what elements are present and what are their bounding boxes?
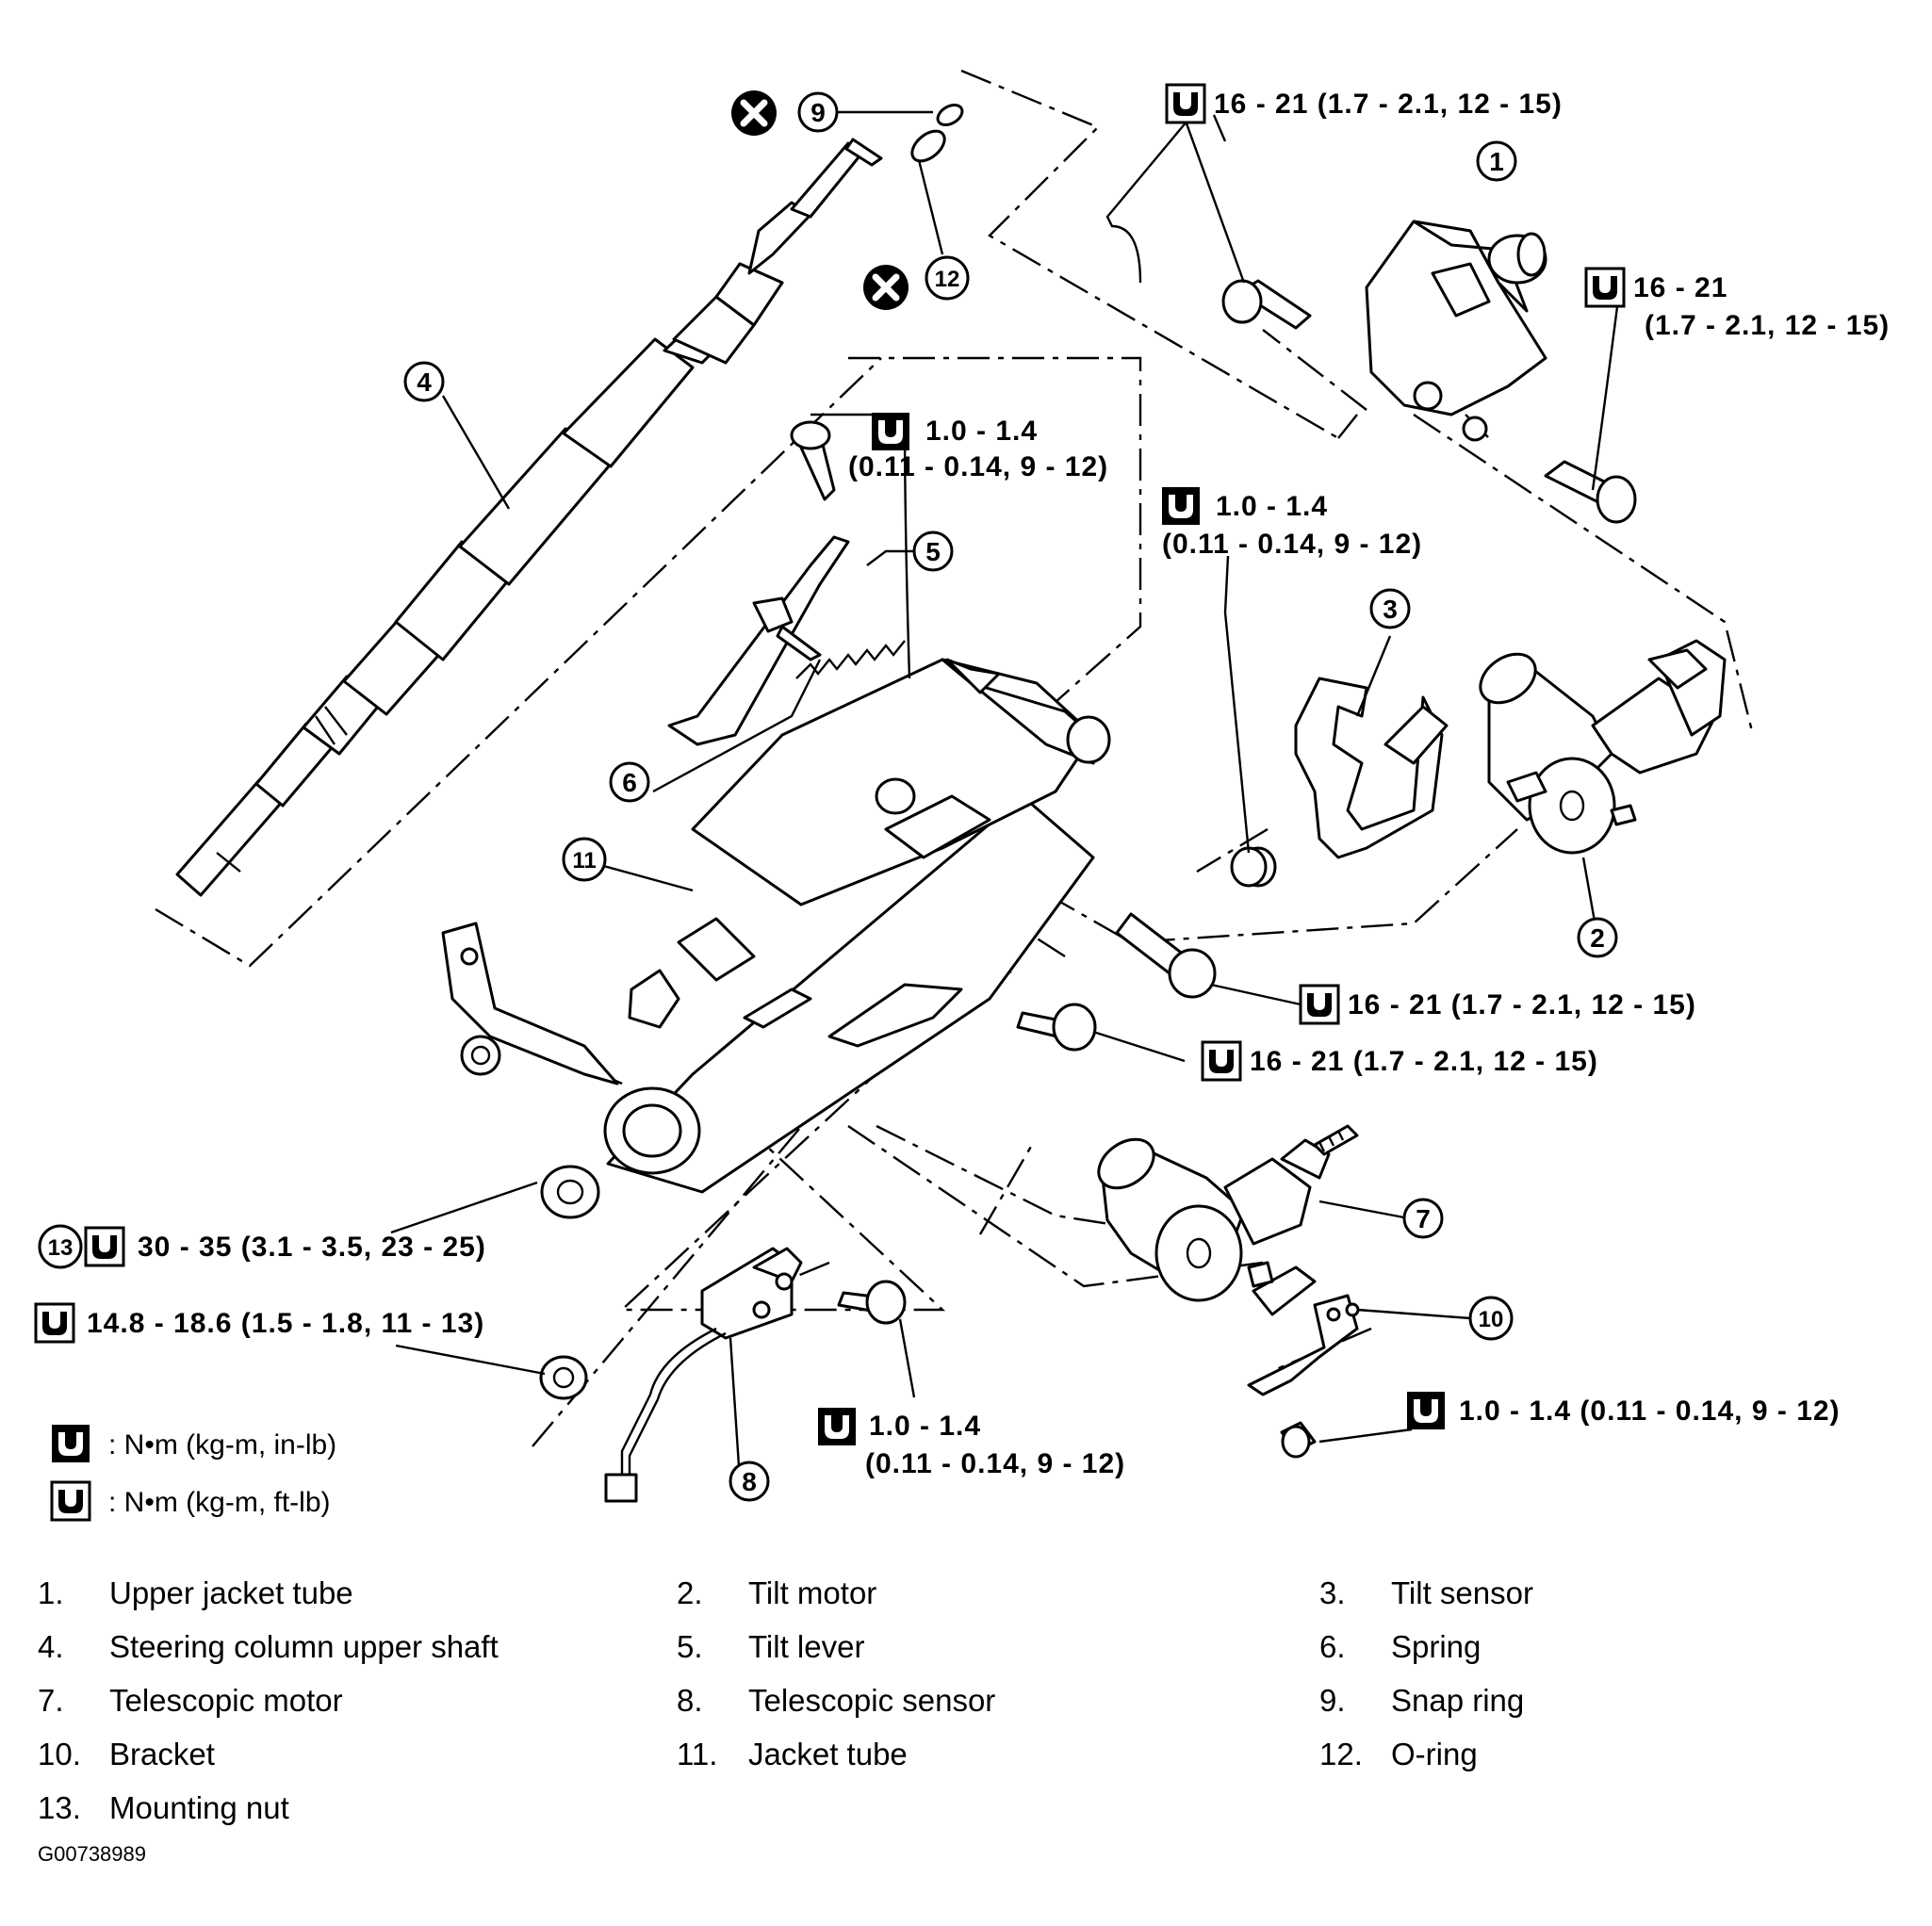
steering-shaft-drawing (175, 138, 883, 897)
torque-spec: (1.7 - 2.1, 12 - 15) (1645, 310, 1890, 341)
part-number: 3. (1319, 1575, 1346, 1610)
part-label: Bracket (109, 1737, 215, 1771)
legend-in-lb: : N•m (kg-m, in-lb) (108, 1429, 336, 1461)
screw-drawing (1230, 846, 1268, 888)
part-label: Mounting nut (109, 1790, 289, 1825)
torque-spec: 16 - 21 (1.7 - 2.1, 12 - 15) (1214, 89, 1563, 120)
callout-5: 5 (925, 537, 941, 566)
callout-markers (38, 91, 1618, 1502)
tilt-motor-drawing (1479, 639, 1727, 855)
part-number: 11. (677, 1737, 718, 1771)
torque-spec: 16 - 21 (1.7 - 2.1, 12 - 15) (1250, 1046, 1598, 1077)
upper-jacket-tube-drawing (1365, 220, 1547, 442)
part-label: Tilt lever (748, 1629, 865, 1664)
part-label: Snap ring (1391, 1683, 1525, 1718)
part-label: Spring (1391, 1629, 1482, 1664)
callout-7: 7 (1416, 1204, 1431, 1233)
part-number: 4. (38, 1629, 64, 1664)
torque-spec: (0.11 - 0.14, 9 - 12) (1162, 529, 1422, 560)
part-label: Upper jacket tube (109, 1575, 353, 1610)
part-number: 2. (677, 1575, 703, 1610)
o-ring-drawing (910, 129, 946, 163)
callout-12: 12 (935, 267, 960, 292)
part-label: O-ring (1391, 1737, 1478, 1771)
telescopic-motor-drawing (1097, 1124, 1359, 1302)
part-number: 5. (677, 1629, 703, 1664)
legend-ft-lb: : N•m (kg-m, ft-lb) (108, 1487, 331, 1518)
spring-drawing (795, 640, 906, 679)
bolt-drawing (837, 846, 1317, 1459)
telescopic-sensor-drawing (604, 1247, 803, 1503)
part-number: 12. (1319, 1737, 1363, 1771)
part-number: 8. (677, 1683, 703, 1718)
part-label: Tilt sensor (1391, 1575, 1533, 1610)
torque-spec: 16 - 21 (1.7 - 2.1, 12 - 15) (1348, 989, 1696, 1020)
callout-2: 2 (1590, 923, 1605, 953)
callout-3: 3 (1383, 595, 1398, 624)
left-bracket-drawing (441, 922, 619, 1085)
torque-spec: 1.0 - 1.4 (0.11 - 0.14, 9 - 12) (1459, 1396, 1841, 1427)
tilt-lever-drawing (667, 420, 850, 746)
bracket-drawing (1247, 1294, 1360, 1396)
torque-spec: (0.11 - 0.14, 9 - 12) (865, 1448, 1125, 1479)
callout-13: 13 (48, 1235, 74, 1261)
torque-spec: 1.0 - 1.4 (1216, 491, 1328, 522)
part-number: 1. (38, 1575, 64, 1610)
snap-ring-drawing (936, 104, 964, 126)
part-label: Tilt motor (748, 1575, 877, 1610)
torque-spec: (0.11 - 0.14, 9 - 12) (848, 451, 1108, 482)
tilt-sensor-drawing (1294, 677, 1449, 859)
callout-1: 1 (1489, 147, 1504, 176)
callout-11: 11 (572, 848, 596, 873)
part-number: 13. (38, 1790, 81, 1825)
callout-8: 8 (742, 1467, 757, 1496)
torque-spec: 1.0 - 1.4 (925, 416, 1038, 447)
part-label: Telescopic sensor (748, 1683, 996, 1718)
callout-10: 10 (1479, 1307, 1504, 1332)
torque-spec: 30 - 35 (3.1 - 3.5, 23 - 25) (138, 1232, 486, 1263)
replace-part-icon (863, 265, 909, 310)
torque-spec: 1.0 - 1.4 (869, 1411, 981, 1442)
callout-9: 9 (810, 98, 826, 127)
part-number: 9. (1319, 1683, 1346, 1718)
replace-part-icon (731, 90, 777, 136)
callout-6: 6 (622, 768, 637, 797)
callout-4: 4 (417, 367, 432, 397)
part-label: Steering column upper shaft (109, 1629, 499, 1664)
bolt-drawing (1221, 279, 1637, 524)
part-label: Jacket tube (748, 1737, 908, 1771)
part-number: 10. (38, 1737, 81, 1771)
nut-drawing (460, 1035, 600, 1400)
jacket-tube-drawing (603, 658, 1111, 1194)
part-number: 7. (38, 1683, 64, 1718)
part-label: Telescopic motor (109, 1683, 343, 1718)
part-number: 6. (1319, 1629, 1346, 1664)
figure-id: G00738989 (38, 1842, 146, 1866)
torque-spec: 14.8 - 18.6 (1.5 - 1.8, 11 - 13) (87, 1308, 484, 1339)
torque-spec: 16 - 21 (1633, 272, 1727, 303)
